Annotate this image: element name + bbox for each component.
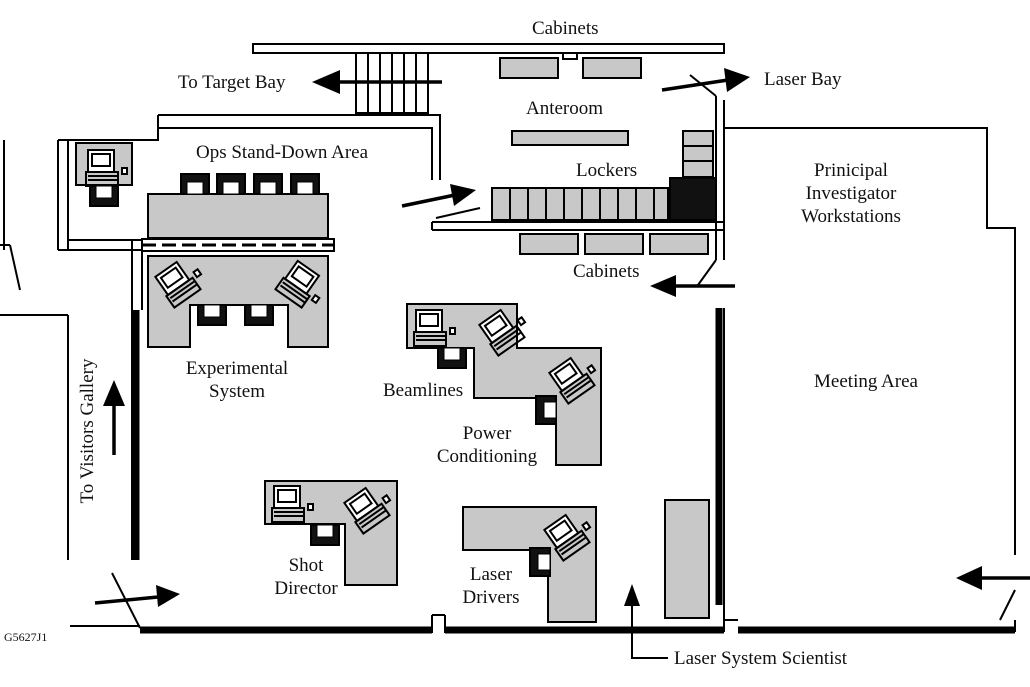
ops-stand-down-furniture xyxy=(75,142,329,239)
laser-drivers-desk xyxy=(462,506,598,623)
label-meeting-area: Meeting Area xyxy=(814,371,919,392)
label-laser-drivers-line2: Drivers xyxy=(463,587,520,608)
label-pi-line1: Prinicipal xyxy=(814,160,888,181)
label-shot-line2: Director xyxy=(274,578,338,599)
labels: Cabinets To Target Bay Laser Bay Anteroo… xyxy=(4,18,919,669)
label-cabinets-top: Cabinets xyxy=(532,18,599,39)
label-experimental-line2: System xyxy=(209,381,265,402)
experimental-system-desk xyxy=(147,253,331,348)
walls xyxy=(0,43,1016,634)
label-pi-line2: Investigator xyxy=(806,183,897,204)
label-laser-drivers-line1: Laser xyxy=(470,564,513,585)
label-ops-stand-down-area: Ops Stand-Down Area xyxy=(196,142,369,163)
label-laser-system-scientist: Laser System Scientist xyxy=(674,648,848,669)
label-pi-line3: Workstations xyxy=(801,206,901,227)
label-to-visitors-gallery: To Visitors Gallery xyxy=(77,358,98,503)
beamlines-desk xyxy=(406,301,603,466)
arrows xyxy=(94,68,1030,659)
anteroom-bench xyxy=(511,130,629,146)
label-to-target-bay: To Target Bay xyxy=(178,72,286,93)
label-anteroom: Anteroom xyxy=(526,98,603,119)
top-cabinets xyxy=(499,57,642,79)
lockers-row xyxy=(491,130,717,221)
label-experimental-line1: Experimental xyxy=(186,358,288,379)
label-power-line2: Conditioning xyxy=(437,446,538,467)
laser-system-scientist-console xyxy=(664,499,710,619)
label-beamlines: Beamlines xyxy=(383,380,463,401)
label-power-line1: Power xyxy=(463,423,512,444)
label-lockers: Lockers xyxy=(576,160,637,181)
label-cabinets-bottom: Cabinets xyxy=(573,261,640,282)
figure-id: G5627J1 xyxy=(4,630,47,644)
label-shot-line1: Shot xyxy=(289,555,325,576)
bottom-cabinets xyxy=(519,233,709,255)
label-laser-bay: Laser Bay xyxy=(764,69,842,90)
top-wall-shelf xyxy=(252,43,725,54)
shot-director-desk xyxy=(264,479,398,586)
